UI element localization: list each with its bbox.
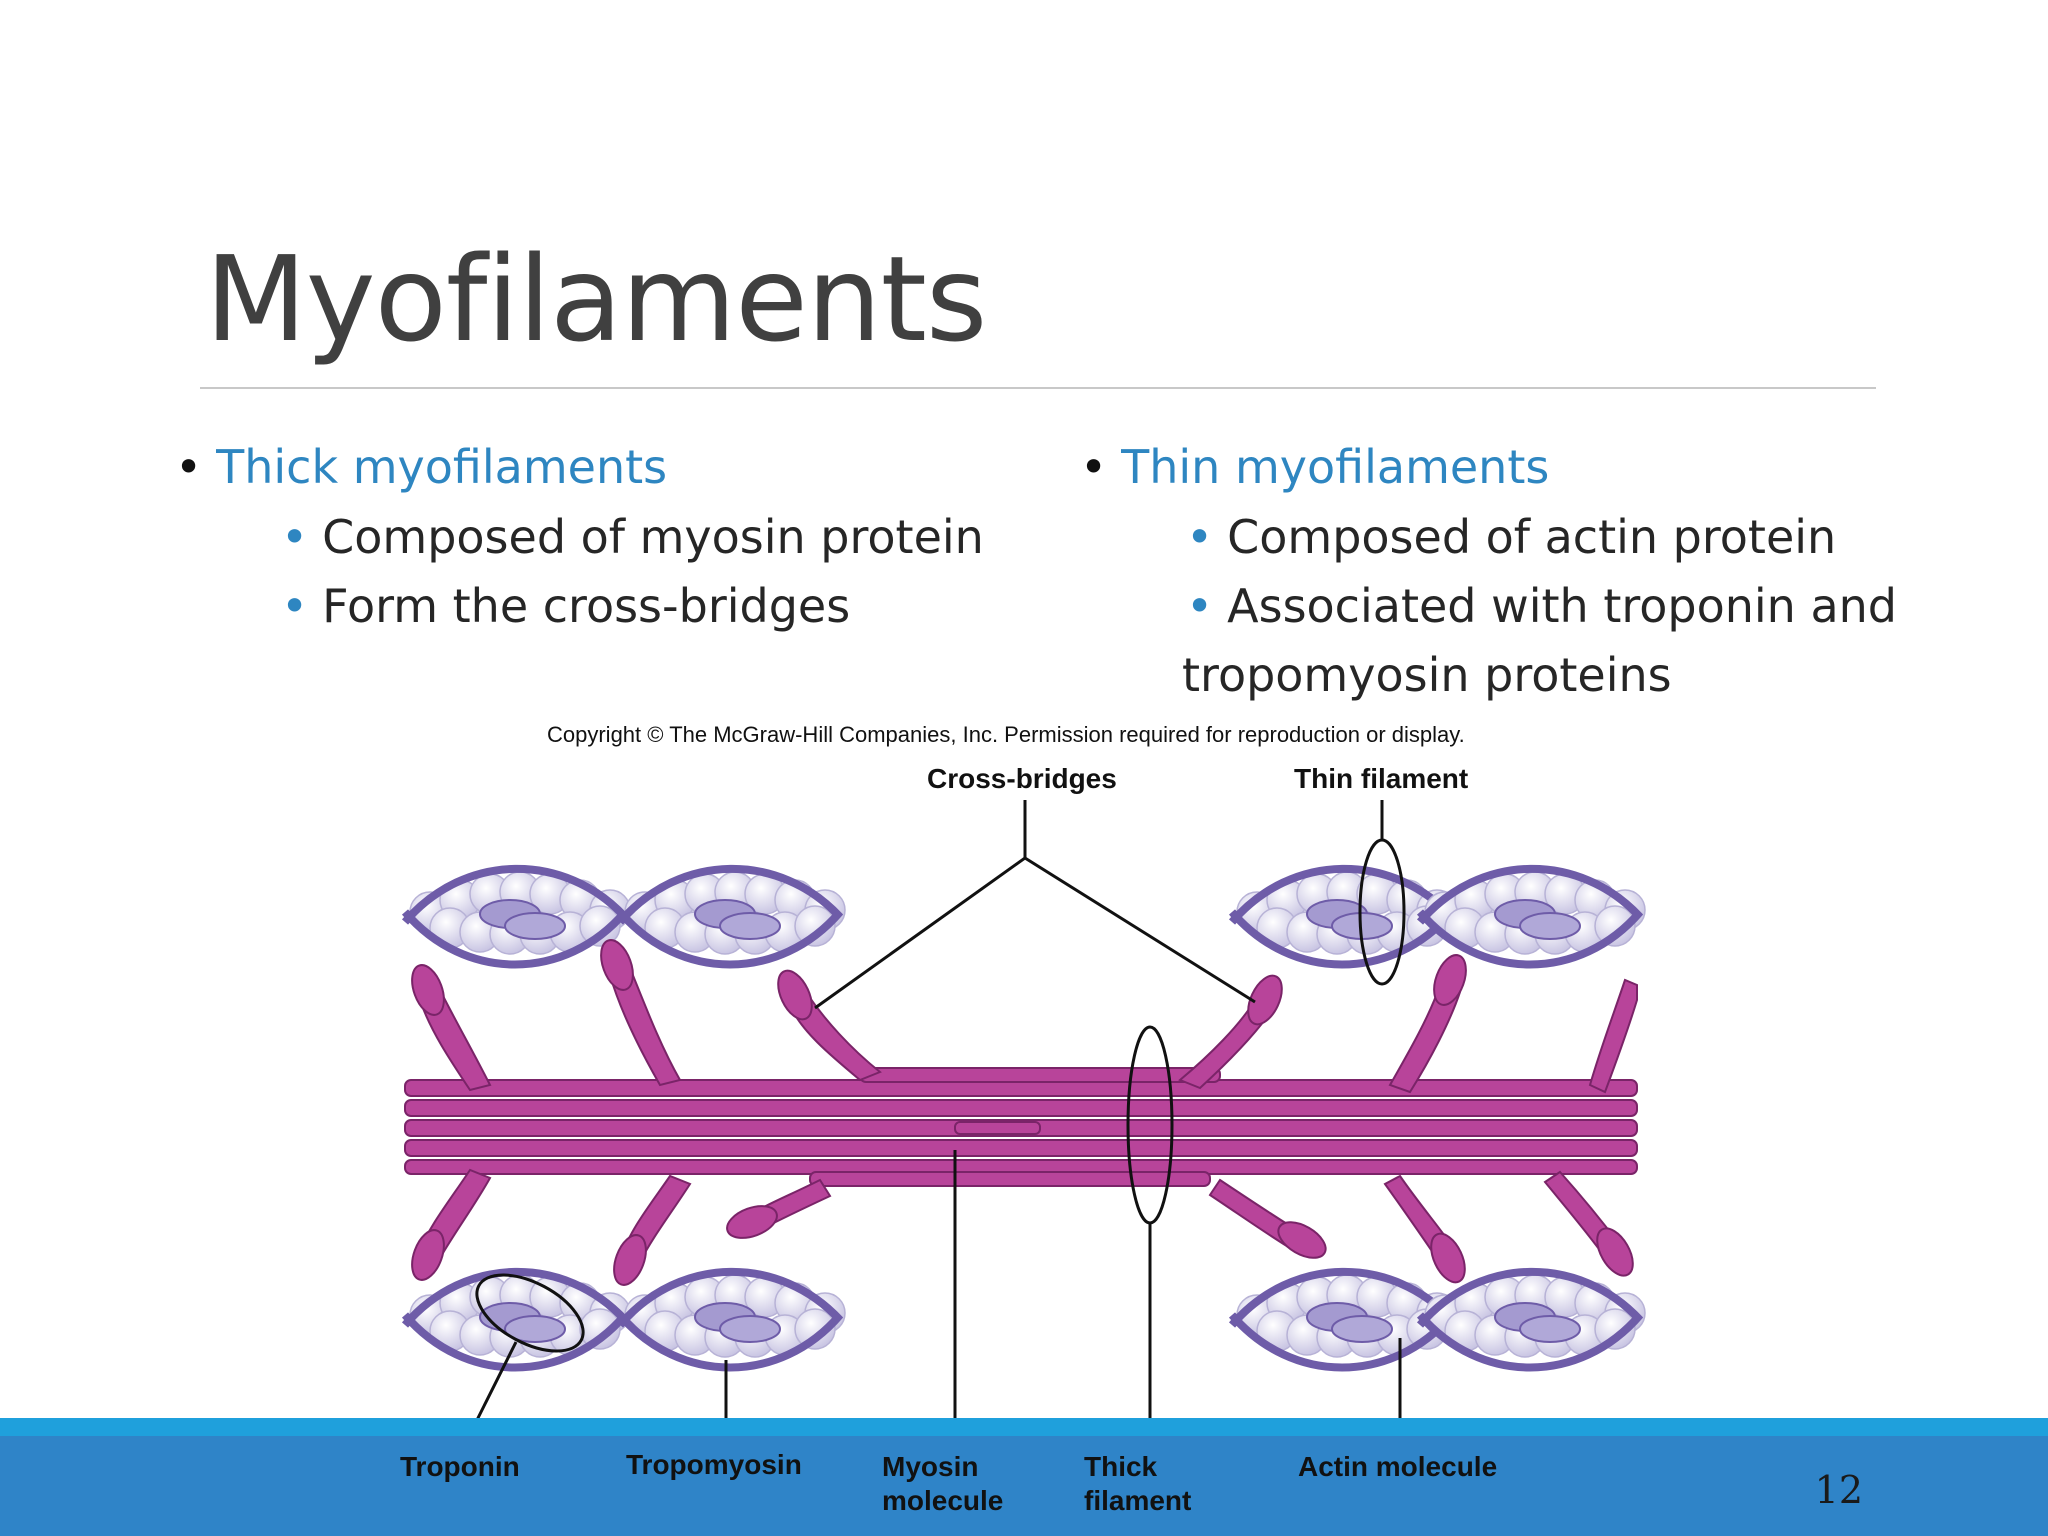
bullet-icon: • (1186, 510, 1214, 564)
bullet-icon: • (281, 579, 309, 633)
bullet-heading: Thin myofilaments (1121, 440, 1550, 494)
thin-filament-top-right (1232, 869, 1645, 965)
bullet-icon: • (1186, 579, 1214, 633)
bullet-text: Form the cross-bridges (322, 579, 851, 633)
copyright-notice: Copyright © The McGraw-Hill Companies, I… (547, 722, 1465, 747)
slide-title: Myofilaments (205, 230, 987, 368)
title-divider (200, 387, 1876, 389)
right-bullet-column: •Thin myofilaments •Composed of actin pr… (1080, 440, 1897, 702)
troponin-label: Troponin (400, 1451, 520, 1482)
left-bullet-column: •Thick myofilaments •Composed of myosin … (175, 440, 984, 648)
bullet-text: Composed of myosin protein (322, 510, 984, 564)
label-line: molecule (882, 1485, 1004, 1516)
thin-filament-bottom-left (405, 1272, 845, 1368)
footer-accent-bar (0, 1418, 2048, 1436)
cross-bridges-label: Cross-bridges (927, 763, 1117, 794)
bullet-icon: • (281, 510, 309, 564)
footer-bar (0, 1436, 2048, 1536)
bullet-text: Composed of actin protein (1227, 510, 1837, 564)
bullet-heading: Thick myofilaments (216, 440, 668, 494)
actin-molecule-label: Actin molecule (1298, 1451, 1498, 1482)
label-line: filament (1084, 1485, 1192, 1516)
bullet-icon: • (1080, 440, 1108, 494)
thick-filament (404, 1067, 1638, 1187)
label-line: Myosin (882, 1451, 979, 1482)
page-number: 12 (1814, 1468, 1863, 1512)
bullet-level2: •Composed of actin protein (1080, 510, 1897, 579)
bullet-level2: •Associated with troponin and (1080, 579, 1897, 648)
tropomyosin-label: Tropomyosin (626, 1449, 802, 1480)
bullet-icon: • (175, 440, 203, 494)
thin-filament-label: Thin filament (1294, 763, 1469, 794)
bullet-continuation: tropomyosin proteins (1182, 648, 1672, 702)
bullet-text: Associated with troponin and (1227, 579, 1897, 633)
bullet-level2: •Composed of myosin protein (175, 510, 984, 579)
myosin-molecule-label: Myosin molecule (882, 1450, 1003, 1518)
thick-filament-label: Thick filament (1084, 1450, 1191, 1518)
bullet-level1: •Thick myofilaments (175, 440, 984, 510)
cross-bridges (411, 939, 1638, 1286)
thin-filament-bottom-right (1232, 1272, 1645, 1368)
callout-lines (470, 800, 1406, 1450)
bullet-level1: •Thin myofilaments (1080, 440, 1897, 510)
label-line: Thick (1084, 1451, 1158, 1482)
bullet-level2: •Form the cross-bridges (175, 579, 984, 648)
